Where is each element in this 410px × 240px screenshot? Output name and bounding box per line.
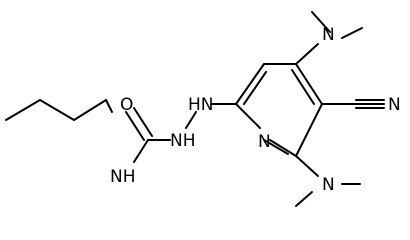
chemical-structure-diagram: N HN NH O NH N N N — [5, 11, 401, 207]
label-nitrile-nitrogen: N — [388, 95, 401, 115]
dimethylamino-bottom — [295, 155, 361, 207]
bond-ring-c3-c2 — [235, 63, 265, 105]
bond-n-top-methyl-1 — [311, 11, 331, 33]
label-hydrazine-nh: NH — [170, 131, 196, 151]
bond-ring-c2-n — [235, 103, 261, 129]
bond-ring-double-inner-2 — [291, 69, 315, 105]
bond-butyl-1 — [5, 99, 41, 121]
label-dimethylamino-top-nitrogen: N — [322, 25, 335, 45]
bond-amide-n-to-carbonyl-c — [133, 139, 149, 163]
label-dimethylamino-bottom-nitrogen: N — [322, 175, 335, 195]
dimethylamino-top — [295, 11, 363, 65]
label-ring-nitrogen: N — [258, 132, 271, 152]
pyridine-ring — [235, 63, 323, 157]
bond-ring-n-c6 — [269, 139, 297, 157]
label-hydrazine-hn: HN — [188, 95, 214, 115]
bond-ring-double-inner-3 — [243, 71, 267, 105]
bond-butyl-2 — [39, 99, 75, 121]
bond-n-top-methyl-2 — [341, 27, 363, 39]
bond-c4-to-n-top — [295, 43, 319, 65]
bond-ring-c6-c5 — [295, 103, 323, 157]
bond-n-bottom-methyl-1 — [295, 191, 313, 207]
bond-ring-double-inner-1 — [263, 139, 289, 155]
label-carbonyl-oxygen: O — [120, 95, 133, 115]
bond-carbonyl-double-1 — [125, 111, 145, 141]
bond-carbonyl-double-2 — [133, 107, 153, 137]
label-amide-nh: NH — [110, 167, 136, 187]
nitrile-group — [321, 99, 385, 109]
butyl-chain — [5, 99, 113, 121]
bond-ring-c5-c4 — [295, 63, 323, 105]
bond-c6-to-n-bottom — [295, 155, 319, 177]
bond-hydrazine-n-n — [185, 111, 197, 129]
bond-butyl-3 — [73, 99, 107, 121]
bond-butyl-4 — [105, 99, 113, 113]
